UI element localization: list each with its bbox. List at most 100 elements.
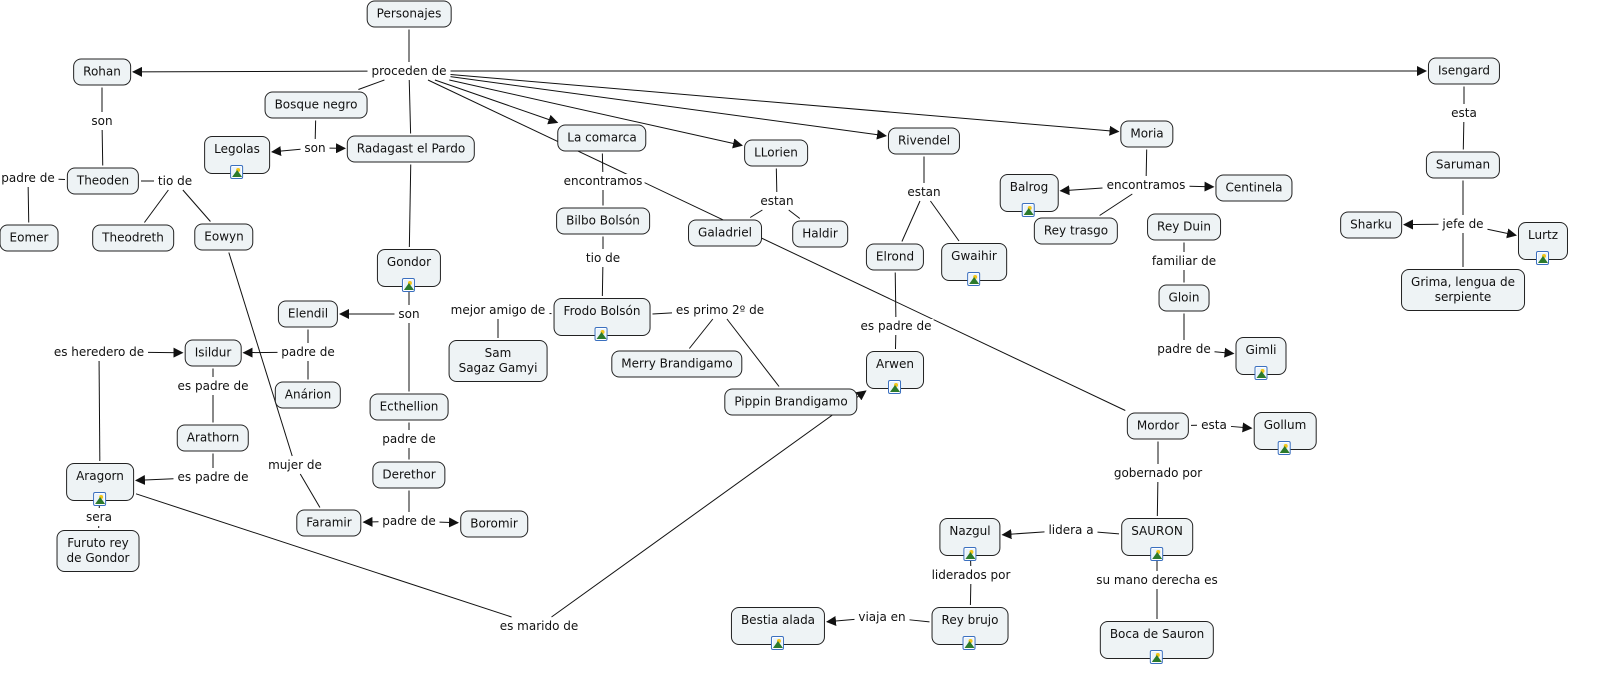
image-resource-icon[interactable] — [594, 327, 608, 341]
concept-node-sharku[interactable]: Sharku — [1340, 211, 1402, 239]
concept-node-theodreth[interactable]: Theodreth — [92, 224, 174, 252]
concept-node-derethor[interactable]: Derethor — [372, 461, 446, 489]
image-resource-icon[interactable] — [1149, 650, 1163, 664]
linking-phrase-nazgul-liderados[interactable]: liderados por — [929, 568, 1013, 582]
concept-node-balrog[interactable]: Balrog — [999, 174, 1059, 217]
linking-phrase-rivendel-estan[interactable]: estan — [905, 185, 943, 199]
linking-phrase-arathorn-padre[interactable]: es padre de — [175, 470, 251, 484]
image-resource-icon[interactable] — [401, 278, 415, 292]
linking-phrase-frodo-primo[interactable]: es primo 2º de — [673, 303, 767, 317]
concept-node-llorien[interactable]: LLorien — [744, 139, 808, 167]
concept-node-aragorn[interactable]: Aragorn — [66, 463, 134, 506]
concept-node-centinela[interactable]: Centinela — [1215, 174, 1293, 202]
concept-node-grima[interactable]: Grima, lengua de serpiente — [1401, 269, 1525, 311]
image-resource-icon[interactable] — [963, 547, 976, 561]
concept-node-merry[interactable]: Merry Brandigamo — [611, 350, 743, 378]
concept-node-moria[interactable]: Moria — [1120, 120, 1174, 148]
concept-node-legolas[interactable]: Legolas — [204, 136, 270, 179]
image-resource-icon[interactable] — [963, 636, 976, 650]
linking-phrase-mujer[interactable]: mujer de — [266, 458, 324, 472]
linking-phrase-elendil-padre[interactable]: padre de — [279, 345, 337, 359]
concept-node-gollum[interactable]: Gollum — [1253, 412, 1317, 455]
concept-node-bilbo[interactable]: Bilbo Bolsón — [556, 207, 650, 235]
concept-node-elrond[interactable]: Elrond — [865, 243, 925, 271]
linking-phrase-elrond-padre[interactable]: es padre de — [858, 319, 934, 333]
linking-phrase-saruman-jefe[interactable]: jefe de — [1440, 217, 1486, 231]
concept-node-reytrasgo[interactable]: Rey trasgo — [1033, 217, 1119, 245]
concept-node-faramir[interactable]: Faramir — [296, 509, 362, 537]
image-resource-icon[interactable] — [771, 636, 784, 650]
concept-node-rohan[interactable]: Rohan — [73, 58, 131, 86]
image-resource-icon[interactable] — [1150, 547, 1163, 561]
concept-node-pippin[interactable]: Pippin Brandigamo — [724, 388, 858, 416]
image-resource-icon[interactable] — [967, 272, 980, 286]
concept-node-sauron[interactable]: SAURON — [1121, 518, 1193, 561]
image-resource-icon[interactable] — [1254, 366, 1267, 380]
image-resource-icon[interactable] — [229, 165, 243, 179]
concept-node-isengard[interactable]: Isengard — [1427, 57, 1501, 85]
concept-node-mordor[interactable]: Mordor — [1126, 412, 1190, 440]
linking-phrase-gloin-padre[interactable]: padre de — [1155, 342, 1213, 356]
linking-phrase-isengard-esta[interactable]: esta — [1449, 106, 1479, 120]
linking-phrase-moria-enc[interactable]: encontramos — [1104, 178, 1188, 192]
linking-phrase-theoden-tio[interactable]: tio de — [155, 174, 195, 188]
concept-node-gondor[interactable]: Gondor — [376, 249, 442, 292]
concept-node-personajes[interactable]: Personajes — [366, 0, 452, 28]
concept-node-radagast[interactable]: Radagast el Pardo — [346, 135, 476, 163]
concept-node-theoden[interactable]: Theoden — [66, 167, 140, 195]
concept-node-haldir[interactable]: Haldir — [792, 220, 848, 248]
linking-phrase-derethor-padre[interactable]: padre de — [380, 514, 438, 528]
image-resource-icon[interactable] — [1277, 441, 1291, 455]
linking-phrase-reybrujo-viaja[interactable]: viaja en — [856, 610, 908, 624]
linking-phrase-legolas-son[interactable]: son — [302, 141, 328, 155]
concept-node-reybrujo[interactable]: Rey brujo — [931, 607, 1009, 650]
concept-node-elendil[interactable]: Elendil — [277, 300, 339, 328]
linking-phrase-sauron-mano[interactable]: su mano derecha es — [1094, 573, 1220, 587]
concept-node-ecthellion[interactable]: Ecthellion — [369, 393, 449, 421]
linking-phrase-bilbo-tio[interactable]: tio de — [583, 251, 623, 265]
linking-phrase-isildur-padre[interactable]: es padre de — [175, 379, 251, 393]
linking-phrase-aragorn-sera[interactable]: sera — [84, 510, 114, 524]
concept-node-bosque[interactable]: Bosque negro — [264, 91, 368, 119]
linking-phrase-frodo-amigo[interactable]: mejor amigo de — [448, 303, 548, 317]
image-resource-icon[interactable] — [887, 380, 901, 394]
concept-node-eomer[interactable]: Eomer — [0, 224, 59, 252]
concept-node-bestia[interactable]: Bestia alada — [730, 607, 826, 650]
concept-node-arathorn[interactable]: Arathorn — [176, 424, 250, 452]
linking-phrase-duin-familiar[interactable]: familiar de — [1149, 254, 1219, 268]
concept-node-anarion[interactable]: Anárion — [274, 381, 342, 409]
concept-node-furuto[interactable]: Furuto rey de Gondor — [56, 530, 140, 572]
concept-node-galadriel[interactable]: Galadriel — [688, 219, 762, 247]
linking-phrase-proceden[interactable]: proceden de — [369, 64, 449, 78]
concept-node-arwen[interactable]: Arwen — [866, 351, 924, 394]
concept-node-boca[interactable]: Boca de Sauron — [1099, 621, 1215, 664]
linking-phrase-mordor-gob[interactable]: gobernado por — [1111, 466, 1205, 480]
image-resource-icon[interactable] — [92, 492, 106, 506]
concept-node-gimli[interactable]: Gimli — [1235, 337, 1287, 380]
image-resource-icon[interactable] — [1022, 203, 1035, 217]
concept-node-eowyn[interactable]: Eowyn — [194, 223, 254, 251]
linking-phrase-ecthellion-padre[interactable]: padre de — [380, 432, 438, 446]
linking-phrase-theoden-padre[interactable]: padre de — [0, 171, 57, 185]
concept-node-reyduin[interactable]: Rey Duin — [1147, 213, 1221, 241]
concept-node-lurtz[interactable]: Lurtz — [1517, 222, 1569, 265]
concept-node-comarca[interactable]: La comarca — [557, 124, 647, 152]
concept-node-saruman[interactable]: Saruman — [1425, 151, 1501, 179]
linking-phrase-heredero[interactable]: es heredero de — [51, 345, 147, 359]
image-resource-icon[interactable] — [1536, 251, 1549, 265]
concept-node-gwaihir[interactable]: Gwaihir — [941, 243, 1007, 286]
concept-node-frodo[interactable]: Frodo Bolsón — [553, 298, 651, 341]
linking-phrase-marido[interactable]: es marido de — [497, 619, 581, 633]
linking-phrase-rohan-son[interactable]: son — [89, 114, 115, 128]
concept-node-rivendel[interactable]: Rivendel — [887, 127, 961, 155]
linking-phrase-gondor-son[interactable]: son — [396, 307, 422, 321]
linking-phrase-comarca-enc[interactable]: encontramos — [561, 174, 645, 188]
concept-node-nazgul[interactable]: Nazgul — [939, 518, 1001, 561]
concept-node-boromir[interactable]: Boromir — [460, 510, 528, 538]
concept-node-isildur[interactable]: Isildur — [184, 339, 242, 367]
linking-phrase-sauron-lidera[interactable]: lidera a — [1046, 523, 1096, 537]
linking-phrase-mordor-esta[interactable]: esta — [1199, 418, 1229, 432]
linking-phrase-llorien-estan[interactable]: estan — [758, 194, 796, 208]
concept-node-sam[interactable]: Sam Sagaz Gamyi — [448, 340, 548, 382]
concept-node-gloin[interactable]: Gloin — [1158, 284, 1210, 312]
